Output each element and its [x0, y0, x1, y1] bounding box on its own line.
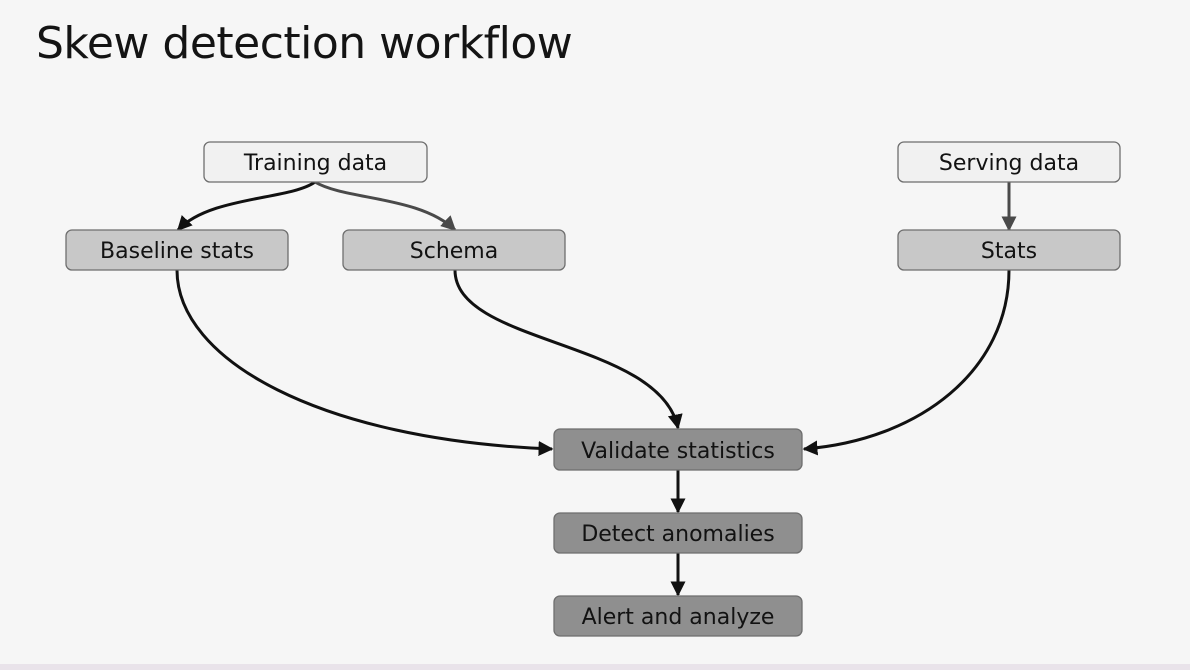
node-training-data: Training data — [203, 141, 428, 183]
node-alert-and-analyze-label: Alert and analyze — [582, 605, 775, 630]
bottom-edge-bar — [0, 664, 1190, 670]
node-training-data-label: Training data — [243, 151, 387, 176]
node-validate-statistics: Validate statistics — [553, 428, 803, 471]
node-stats: Stats — [897, 229, 1121, 271]
node-detect-anomalies-label: Detect anomalies — [581, 522, 774, 547]
edge-training-to-schema — [314, 180, 457, 232]
node-detect-anomalies: Detect anomalies — [553, 512, 803, 554]
edge-baseline-to-validate — [175, 269, 554, 456]
edge-schema-to-validate — [453, 269, 683, 430]
page-title: Skew detection workflow — [36, 18, 573, 69]
node-baseline-stats-label: Baseline stats — [100, 239, 254, 264]
edge-training-to-baseline — [176, 180, 316, 232]
node-stats-label: Stats — [981, 239, 1037, 264]
node-schema-label: Schema — [410, 239, 498, 264]
node-serving-data: Serving data — [897, 141, 1121, 183]
node-baseline-stats: Baseline stats — [65, 229, 289, 271]
node-alert-and-analyze: Alert and analyze — [553, 595, 803, 637]
node-validate-statistics-label: Validate statistics — [581, 439, 775, 464]
node-schema: Schema — [342, 229, 566, 271]
node-serving-data-label: Serving data — [939, 151, 1079, 176]
edge-stats-to-validate — [802, 269, 1011, 456]
